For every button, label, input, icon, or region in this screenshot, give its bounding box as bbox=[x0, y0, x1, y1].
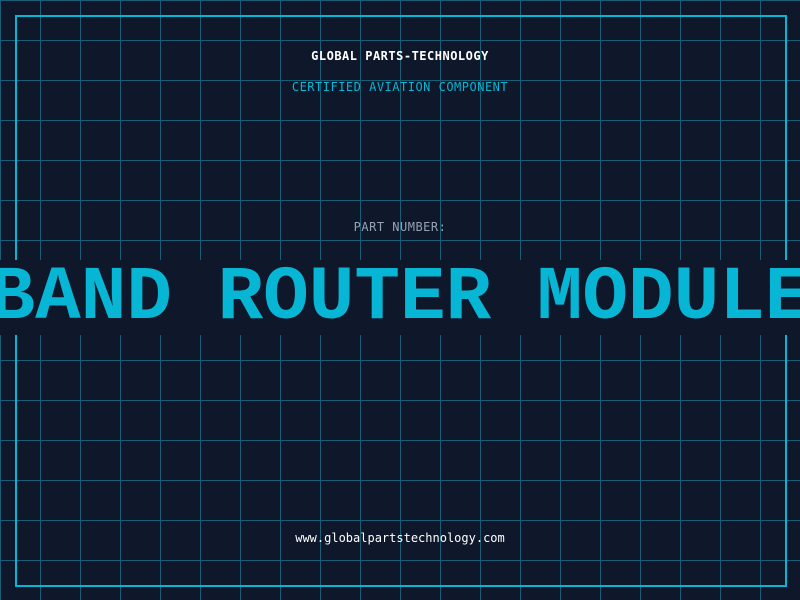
website-url: www.globalpartstechnology.com bbox=[295, 531, 505, 545]
part-number-label: PART NUMBER: bbox=[353, 220, 447, 234]
part-name-band: BAND ROUTER MODULE bbox=[0, 260, 800, 335]
part-name: BAND ROUTER MODULE bbox=[0, 260, 800, 335]
company-name: GLOBAL PARTS-TECHNOLOGY bbox=[311, 49, 489, 63]
tagline: CERTIFIED AVIATION COMPONENT bbox=[291, 80, 509, 94]
